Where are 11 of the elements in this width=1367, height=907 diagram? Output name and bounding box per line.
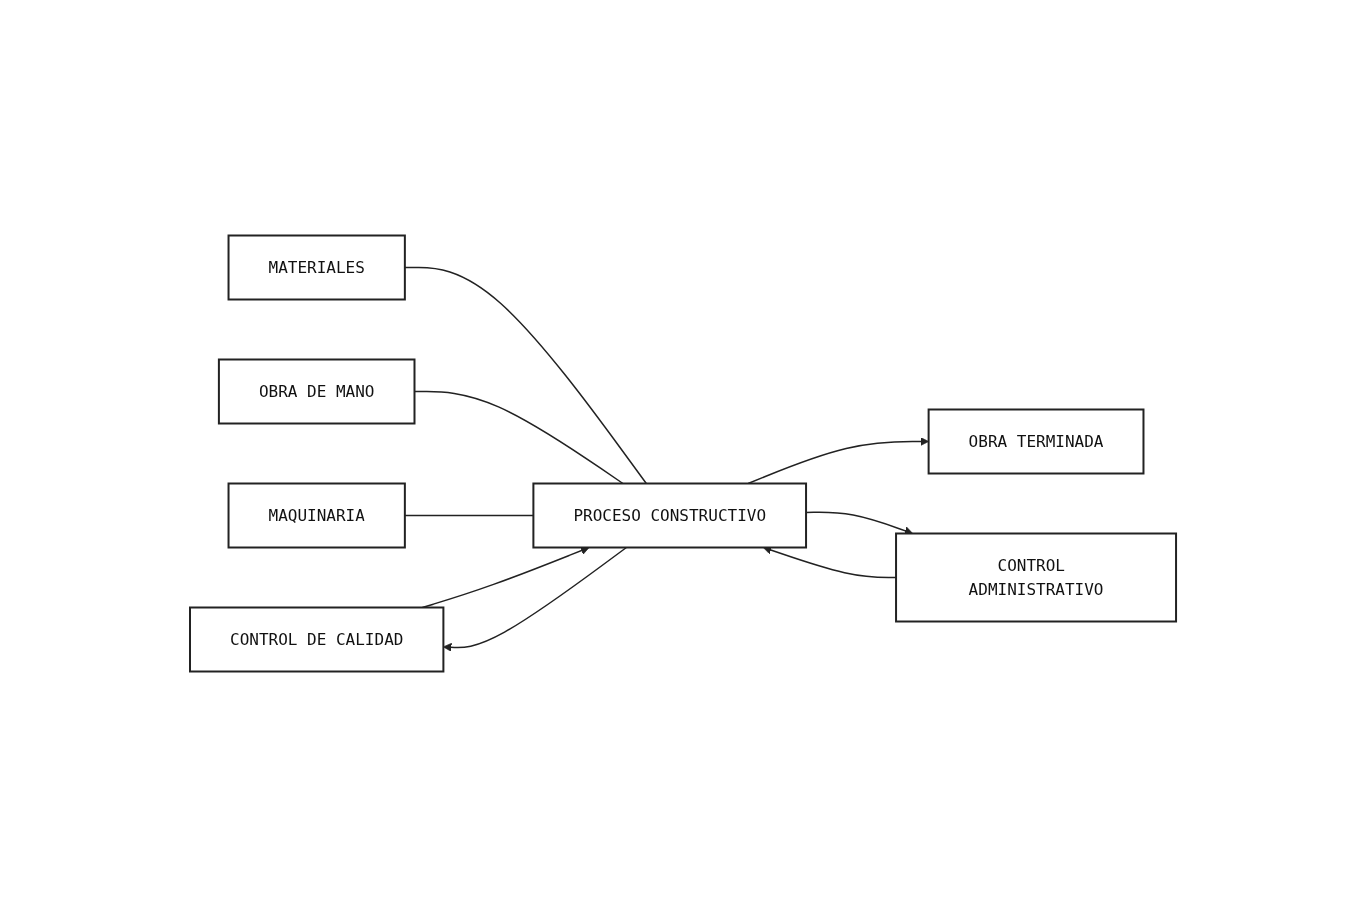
arrow xyxy=(443,546,628,652)
node-box: OBRA TERMINADA xyxy=(928,408,1145,475)
node-box: OBRA DE MANO xyxy=(218,358,416,425)
node-box: CONTROL DE CALIDAD xyxy=(189,606,445,673)
node-box: MATERIALES xyxy=(228,234,407,301)
node-box: PROCESO CONSTRUCTIVO xyxy=(532,482,808,549)
arrow xyxy=(747,437,930,485)
node-box: CONTROL ADMINISTRATIVO xyxy=(895,532,1178,623)
connector xyxy=(414,390,625,485)
node-box: MAQUINARIA xyxy=(228,482,407,549)
arrow xyxy=(422,546,590,609)
